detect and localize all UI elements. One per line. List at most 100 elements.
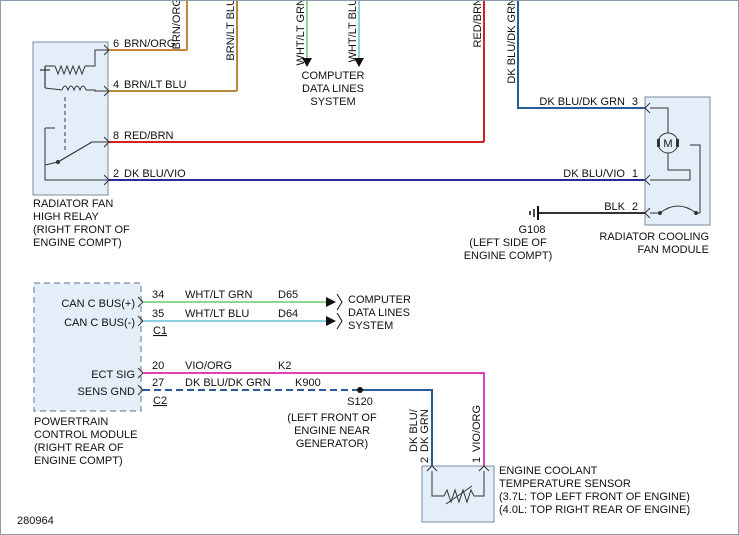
switch-icon (659, 205, 697, 214)
sensor-pin-1-wire: VIO/ORG (471, 405, 483, 452)
pcm-pin-34-wire: WHT/LT GRN (185, 289, 252, 301)
pcm-label-line1: POWERTRAIN (34, 416, 108, 428)
connector-icon (644, 174, 651, 186)
relay-pin-2-wire: DK BLU/VIO (124, 168, 186, 180)
relay-coil-lead (44, 87, 63, 91)
pcm-pin-35-wire: WHT/LT BLU (185, 308, 249, 320)
pcm-connector-c1: C1 (153, 325, 167, 337)
arrow-down-icon (354, 58, 364, 67)
fan-pin-1: 1 (632, 168, 638, 180)
pcm-pin-name-can-minus: CAN C BUS(-) (64, 317, 135, 329)
pcm-label-line2: CONTROL MODULE (34, 429, 138, 441)
ground-location-line1: (LEFT SIDE OF (469, 237, 547, 249)
relay-label-line4: ENGINE COMPT) (33, 237, 122, 249)
switch-contact-icon (658, 211, 662, 215)
splice-location-line1: (LEFT FRONT OF (287, 412, 377, 424)
ground-location-line2: ENGINE COMPT) (464, 250, 553, 262)
motor-lead (650, 107, 669, 133)
sensor-label-line4: (4.0L: TOP RIGHT REAR OF ENGINE) (499, 504, 690, 516)
connector-icon (478, 465, 490, 472)
pcm-pin-20-circuit: K2 (278, 360, 291, 372)
relay-pin-4: 4 (113, 79, 119, 91)
sensor-pin-2: 2 (419, 457, 431, 463)
relay-pin-6: 6 (113, 38, 119, 50)
fan-module-label-line1: RADIATOR COOLING (599, 231, 709, 243)
motor-lead (650, 153, 691, 181)
relay-switch-lead (44, 161, 59, 166)
pcm-pin-35: 35 (152, 308, 164, 320)
arrow-right-icon (326, 316, 336, 326)
can-bus-wires: 34 WHT/LT GRN D65 35 WHT/LT BLU D64 C1 C… (143, 289, 411, 337)
pcm-label-line4: ENGINE COMPT) (34, 455, 123, 467)
fan-pin-3: 3 (632, 96, 638, 108)
splice-location-line3: GENERATOR) (296, 438, 368, 450)
splice-location-line2: ENGINE NEAR (294, 425, 370, 437)
fan-pin-2-wire: BLK (604, 201, 625, 213)
connector-icon (426, 465, 438, 472)
wire-vio-org (143, 372, 485, 466)
splice-id: S120 (347, 396, 373, 408)
connector-icon (644, 102, 651, 114)
pcm-pin-20-wire: VIO/ORG (185, 360, 232, 372)
thermistor-lead (431, 471, 444, 497)
top-wire-label-wht-ltgrn: WHT/LT GRN (295, 0, 307, 65)
ect-wires: 20 VIO/ORG K2 27 DK BLU/DK GRN K900 C2 S… (143, 360, 485, 466)
pcm-pin-20: 20 (152, 360, 164, 372)
figure-id: 280964 (17, 515, 54, 527)
relay-coil-lead (85, 49, 108, 67)
relay-coil-icon (61, 85, 87, 92)
sensor-label-line3: (3.7L: TOP LEFT FRONT OF ENGINE) (499, 491, 690, 503)
powertrain-control-module: CAN C BUS(+) CAN C BUS(-) ECT SIG SENS G… (33, 282, 144, 467)
top-wire-label-brn-org: BRN/ORG (171, 0, 183, 49)
sensor-label-line2: TEMPERATURE SENSOR (499, 478, 631, 490)
fan-module-label-line2: FAN MODULE (637, 244, 709, 256)
computer-data-top-line1: COMPUTER (302, 70, 365, 82)
pcm-pin-27: 27 (152, 377, 164, 389)
sensor-pin-2-wire-line2: DK GRN (419, 409, 431, 452)
wire-dkblu-dkgrn-top (517, 0, 645, 109)
ground-id: G108 (519, 224, 546, 236)
top-wire-label-brn-ltblu: BRN/LT BLU (225, 0, 237, 61)
relay-box (32, 41, 109, 196)
relay-pin-8: 8 (113, 130, 119, 142)
arrow-right-icon (326, 297, 336, 307)
computer-data-mid-line2: DATA LINES (348, 307, 410, 319)
sensor-label-line1: ENGINE COOLANT (499, 465, 598, 477)
computer-data-top-line2: DATA LINES (302, 83, 364, 95)
sensor-box (421, 465, 495, 523)
pcm-pin-name-can-plus: CAN C BUS(+) (61, 298, 135, 310)
ground-g108: G108 (LEFT SIDE OF ENGINE COMPT) (464, 206, 645, 262)
pcm-pin-34-circuit: D65 (278, 289, 298, 301)
relay-label-line1: RADIATOR FAN (33, 198, 113, 210)
relay-wires: 6 BRN/ORG 4 BRN/LT BLU 8 RED/BRN 2 DK BL… (109, 38, 645, 181)
relay-switch-lead (44, 128, 108, 181)
pcm-pin-name-ect-sig: ECT SIG (91, 369, 135, 381)
bracket-icon (336, 293, 343, 330)
radiator-cooling-fan-module: M 3 DK BLU/DK GRN 1 DK BLU/VIO 2 BLK RAD… (539, 96, 711, 256)
motor-brush-icon (657, 139, 660, 147)
sensor-pin-1: 1 (471, 457, 483, 463)
thermistor-slash (445, 485, 473, 505)
pcm-label-line3: (RIGHT REAR OF (34, 442, 124, 454)
relay-switch-blade-icon (57, 141, 93, 163)
ground-icon (529, 206, 539, 220)
motor-label: M (663, 138, 672, 150)
motor-lead (690, 144, 701, 213)
computer-data-mid-line1: COMPUTER (348, 294, 411, 306)
pcm-pin-27-circuit: K900 (295, 377, 321, 389)
fan-pin-3-wire: DK BLU/DK GRN (539, 96, 625, 108)
computer-data-mid-line3: SYSTEM (348, 320, 393, 332)
thermistor-icon (443, 488, 476, 504)
relay-label-line2: HIGH RELAY (33, 211, 99, 223)
splice-s120-dot (357, 387, 363, 393)
fan-pin-2: 2 (632, 201, 638, 213)
pcm-box (33, 282, 142, 412)
relay-pin-4-wire: BRN/LT BLU (124, 79, 187, 91)
top-wire-label-dkblu-dkgrn: DK BLU/DK GRN (506, 0, 518, 84)
pcm-connector-c2: C2 (153, 395, 167, 407)
computer-data-top-line3: SYSTEM (310, 96, 355, 108)
relay-pin-6-wire: BRN/ORG (124, 38, 175, 50)
switch-contact-icon (694, 211, 698, 215)
pcm-pin-27-wire: DK BLU/DK GRN (185, 377, 271, 389)
